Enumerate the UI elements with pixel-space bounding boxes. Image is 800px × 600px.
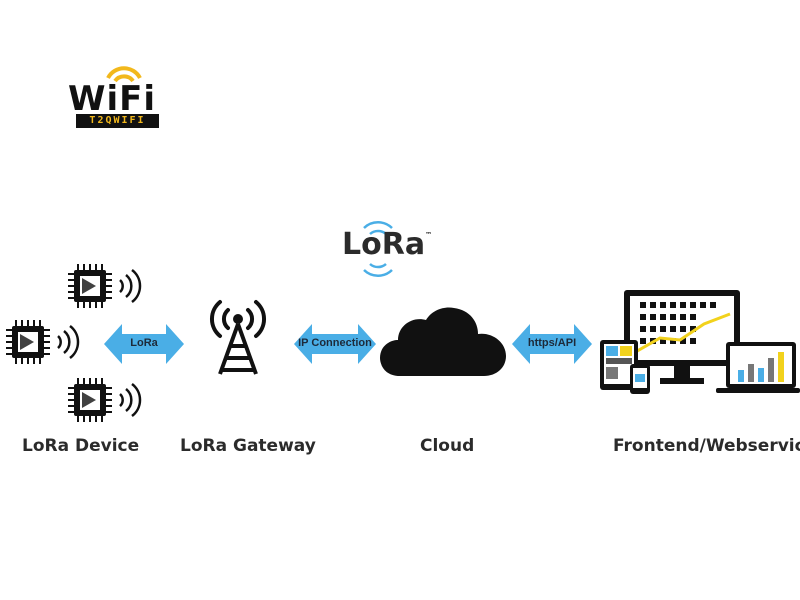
wifi-signal-icon xyxy=(106,66,142,83)
arrow-https-api xyxy=(512,324,592,364)
arrow-label-lora: LoRa xyxy=(130,337,158,349)
caption-frontend-webservice: Frontend/Webservice xyxy=(613,436,800,456)
lora-trademark: ™ xyxy=(425,231,433,239)
arrow-lora xyxy=(104,324,184,364)
arrow-ip-connection xyxy=(294,324,376,364)
lora-device-icon xyxy=(6,320,80,364)
lora-device-icon xyxy=(68,378,142,422)
caption-lora-device: LoRa Device xyxy=(22,436,140,456)
lora-brand-title: LoRa™ xyxy=(342,230,432,260)
arrow-label-ip-connection: IP Connection xyxy=(298,337,372,349)
lora-signal-icon xyxy=(363,221,393,277)
caption-cloud: Cloud xyxy=(420,436,475,456)
lora-brand-name: LoRa xyxy=(342,227,426,262)
devices-dashboard-icon xyxy=(600,290,800,394)
cloud-icon xyxy=(380,307,506,376)
logo-word: WiFi xyxy=(68,79,157,119)
arrow-label-https-api: https/API xyxy=(527,337,577,349)
logo-wordmark: WiFi xyxy=(68,82,156,116)
antenna-tower-icon xyxy=(209,300,267,375)
logo-subtext: T2QWIFI xyxy=(76,114,159,128)
caption-lora-gateway: LoRa Gateway xyxy=(180,436,316,456)
lora-device-icon xyxy=(68,264,142,308)
